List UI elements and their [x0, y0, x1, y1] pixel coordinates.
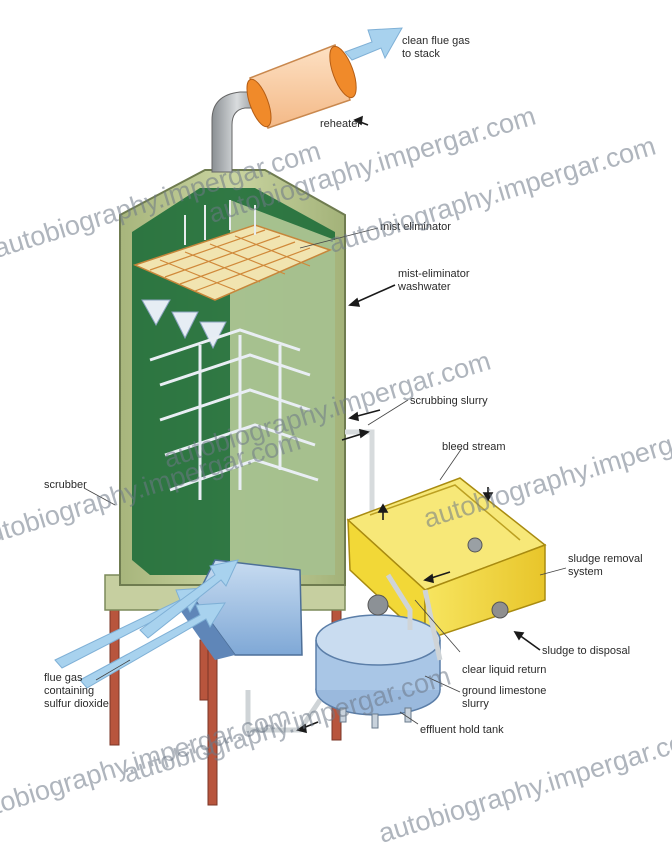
clean-gas-arrow: [344, 27, 403, 61]
mist-eliminator-grid: [132, 224, 333, 301]
leader-lines: [83, 227, 567, 725]
label-ground-limestone: ground limestone slurry: [462, 685, 546, 711]
label-clean-flue-gas-line2: to stack: [402, 48, 440, 60]
label-ground-limestone-line2: slurry: [462, 698, 489, 710]
label-sludge-removal-line2: system: [568, 566, 603, 578]
label-clean-flue-gas: clean flue gas to stack: [402, 35, 470, 61]
sludge-removal-tank: [346, 477, 547, 642]
label-bleed-stream: bleed stream: [442, 441, 506, 453]
label-clean-flue-gas-line1: clean flue gas: [402, 35, 470, 47]
label-effluent-hold-tank: effluent hold tank: [420, 724, 504, 736]
label-flue-gas-line3: sulfur dioxide: [44, 698, 109, 710]
label-washwater-line2: washwater: [398, 281, 451, 293]
label-sludge-removal-line1: sludge removal: [568, 553, 643, 565]
label-mist-eliminator: mist eliminator: [380, 221, 451, 233]
label-scrubber: scrubber: [44, 479, 87, 491]
connecting-pipes: [245, 573, 443, 733]
label-washwater: mist-eliminator washwater: [398, 268, 470, 294]
label-reheater: reheater: [320, 118, 361, 130]
flow-arrows: [296, 115, 541, 734]
label-sludge-to-disposal: sludge to disposal: [542, 645, 631, 657]
reheater: [246, 43, 357, 129]
label-clear-liquid-return: clear liquid return: [462, 664, 547, 676]
flue-gas-inlet-arrows: [54, 559, 239, 689]
label-ground-limestone-line1: ground limestone: [462, 685, 547, 697]
label-flue-gas-line1: flue gas: [44, 672, 83, 684]
label-flue-gas: flue gas containing sulfur dioxide: [44, 672, 109, 711]
label-washwater-line1: mist-eliminator: [398, 268, 470, 280]
washwater-pipes: [184, 200, 256, 245]
spray-cones: [141, 299, 227, 350]
label-flue-gas-line2: containing: [44, 685, 95, 697]
scrubber-diagram: [54, 27, 567, 806]
label-sludge-removal: sludge removal system: [568, 553, 643, 579]
label-scrubbing-slurry: scrubbing slurry: [410, 395, 488, 407]
spray-headers: [149, 328, 319, 500]
